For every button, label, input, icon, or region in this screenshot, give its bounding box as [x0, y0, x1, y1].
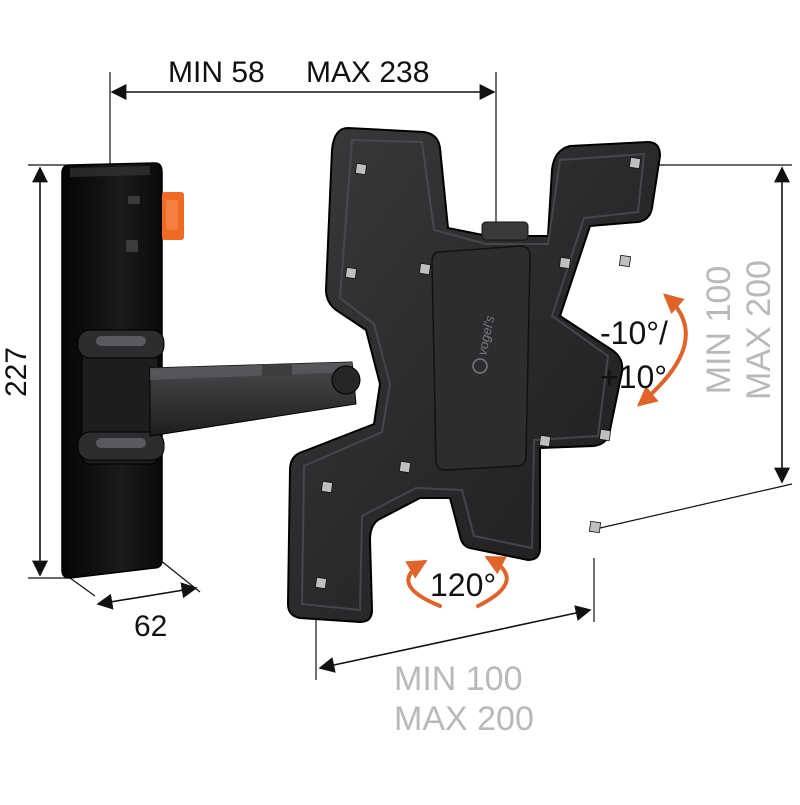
swing-arm: [77, 329, 361, 465]
vesa-horizontal-arrow: [318, 605, 592, 673]
tilt-angle-line1: -10°/: [600, 315, 668, 351]
wall-depth-label: 62: [134, 610, 167, 643]
arm-extension-min-label: MIN 58: [168, 56, 265, 89]
wall-depth-arrow: [96, 582, 198, 610]
tilt-arrow: [636, 293, 688, 407]
vesa-plate: vogel's: [286, 126, 662, 624]
wall-height-label: 227: [0, 347, 33, 397]
swivel-arrow-left: [405, 559, 442, 608]
swivel-arrow-right: [476, 556, 509, 608]
arm-extension-max-label: MAX 238: [306, 56, 429, 89]
dimension-arrows: [32, 84, 790, 673]
extension-lines: [28, 72, 793, 680]
vesa-vertical-max-label: MAX 200: [740, 260, 778, 400]
rotation-arrows: [405, 293, 688, 608]
swivel-angle-label: 120°: [430, 567, 496, 603]
vesa-horizontal-max-label: MAX 200: [394, 700, 534, 738]
brand-logo-mark: [472, 358, 488, 374]
vesa-horizontal-min-label: MIN 100: [394, 660, 523, 698]
vesa-vertical-min-label: MIN 100: [700, 266, 738, 395]
tilt-angle-line2: +10°: [600, 359, 667, 395]
